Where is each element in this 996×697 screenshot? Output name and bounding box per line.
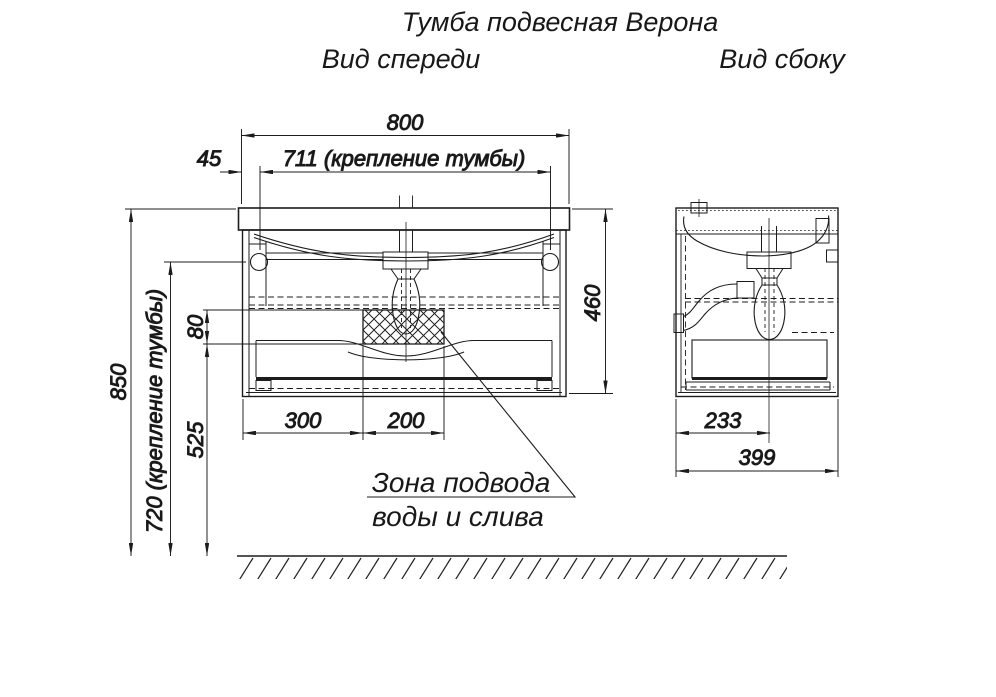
countertop bbox=[237, 207, 571, 231]
dim-edge-to-mount-label: 45 bbox=[197, 146, 222, 171]
side-countertop-texture bbox=[676, 210, 838, 231]
dim-zone-height-label: 80 bbox=[183, 314, 208, 339]
callout-line1: Зона подвода bbox=[372, 467, 551, 498]
front-view-label: Вид спереди bbox=[322, 44, 481, 74]
side-bottom-plinth bbox=[685, 381, 831, 391]
callout-leader-line bbox=[367, 331, 577, 498]
side-view-label: Вид сбоку bbox=[719, 44, 846, 74]
side-basin-bowl bbox=[683, 215, 830, 257]
hose-wall-outlet bbox=[673, 313, 684, 333]
dim-zone-bottom-height: 525 bbox=[183, 344, 210, 556]
wall-bracket-step bbox=[826, 249, 839, 263]
drain-hose bbox=[683, 283, 738, 332]
supply-zone-hatch bbox=[362, 309, 445, 345]
drawer-foot-left bbox=[255, 380, 272, 391]
mounting-hole-left bbox=[249, 252, 269, 272]
dim-mount-height: 720 (крепление тумбы) bbox=[142, 261, 246, 556]
washbasin-curve bbox=[253, 233, 555, 262]
ground-hatch-area bbox=[237, 557, 787, 579]
side-hidden-shelf-lines bbox=[685, 298, 838, 333]
page-title: Тумба подвесная Верона bbox=[402, 7, 719, 37]
dim-depth: 399 bbox=[676, 399, 839, 477]
dimensions-side: 233 399 bbox=[675, 399, 839, 477]
dim-mount-spacing: 711 (крепление тумбы) bbox=[259, 146, 551, 250]
dim-mount-spacing-label: 711 (крепление тумбы) bbox=[283, 146, 526, 171]
hose-nut bbox=[736, 281, 755, 299]
side-siphon-nut bbox=[761, 277, 778, 286]
dim-depth-label: 399 bbox=[739, 445, 776, 470]
cabinet-side-panels bbox=[248, 230, 561, 397]
dim-overall-width: 800 bbox=[241, 110, 570, 204]
dimensions-front: 800 711 (крепление тумбы) 45 460 850 bbox=[106, 110, 613, 556]
dim-drain-offset: 233 bbox=[675, 399, 770, 477]
hidden-shelf-lines bbox=[249, 296, 560, 309]
dim-drain-offset-label: 233 bbox=[704, 408, 742, 433]
cabinet-body bbox=[241, 229, 567, 398]
dim-edge-to-mount: 45 bbox=[196, 146, 242, 175]
dim-overall-height-label: 850 bbox=[106, 363, 131, 400]
dim-overall-width-label: 800 bbox=[387, 110, 424, 135]
dim-zone-bottom-height-label: 525 bbox=[183, 421, 208, 458]
drain-pipe bbox=[399, 230, 413, 252]
drawer-top-edge bbox=[256, 339, 552, 357]
faucet-hole bbox=[399, 195, 413, 208]
dim-zone-left-offset-label: 300 bbox=[285, 408, 322, 433]
drawer-apron-curve bbox=[347, 351, 465, 361]
supply-zone-callout: Зона подвода воды и слива bbox=[367, 331, 577, 532]
callout-line2: воды и слива bbox=[372, 501, 544, 532]
dim-zone-height: 80 bbox=[183, 309, 363, 345]
side-drawer-box bbox=[691, 339, 828, 379]
top-rails bbox=[266, 252, 543, 260]
dim-mount-height-label: 720 (крепление тумбы) bbox=[142, 289, 167, 533]
side-siphon-inner-pipe bbox=[764, 268, 775, 332]
front-view bbox=[237, 195, 571, 398]
mounting-hole-right bbox=[540, 252, 560, 272]
dim-body-height: 460 bbox=[569, 208, 613, 394]
dim-zone-horizontal: 300 200 bbox=[242, 346, 445, 440]
wall-bracket bbox=[815, 218, 830, 244]
side-drain-pipe bbox=[761, 226, 777, 252]
mounting-brackets bbox=[249, 241, 560, 306]
side-view bbox=[673, 199, 839, 443]
dim-overall-height: 850 bbox=[106, 208, 236, 556]
dim-body-height-label: 460 bbox=[580, 284, 605, 321]
dim-zone-width-label: 200 bbox=[387, 408, 425, 433]
side-siphon-bottle bbox=[753, 284, 786, 341]
ground-hatch bbox=[237, 555, 787, 579]
drawer-sides bbox=[255, 340, 553, 377]
drawer-foot-right bbox=[536, 380, 553, 391]
side-siphon-funnel bbox=[755, 268, 784, 279]
